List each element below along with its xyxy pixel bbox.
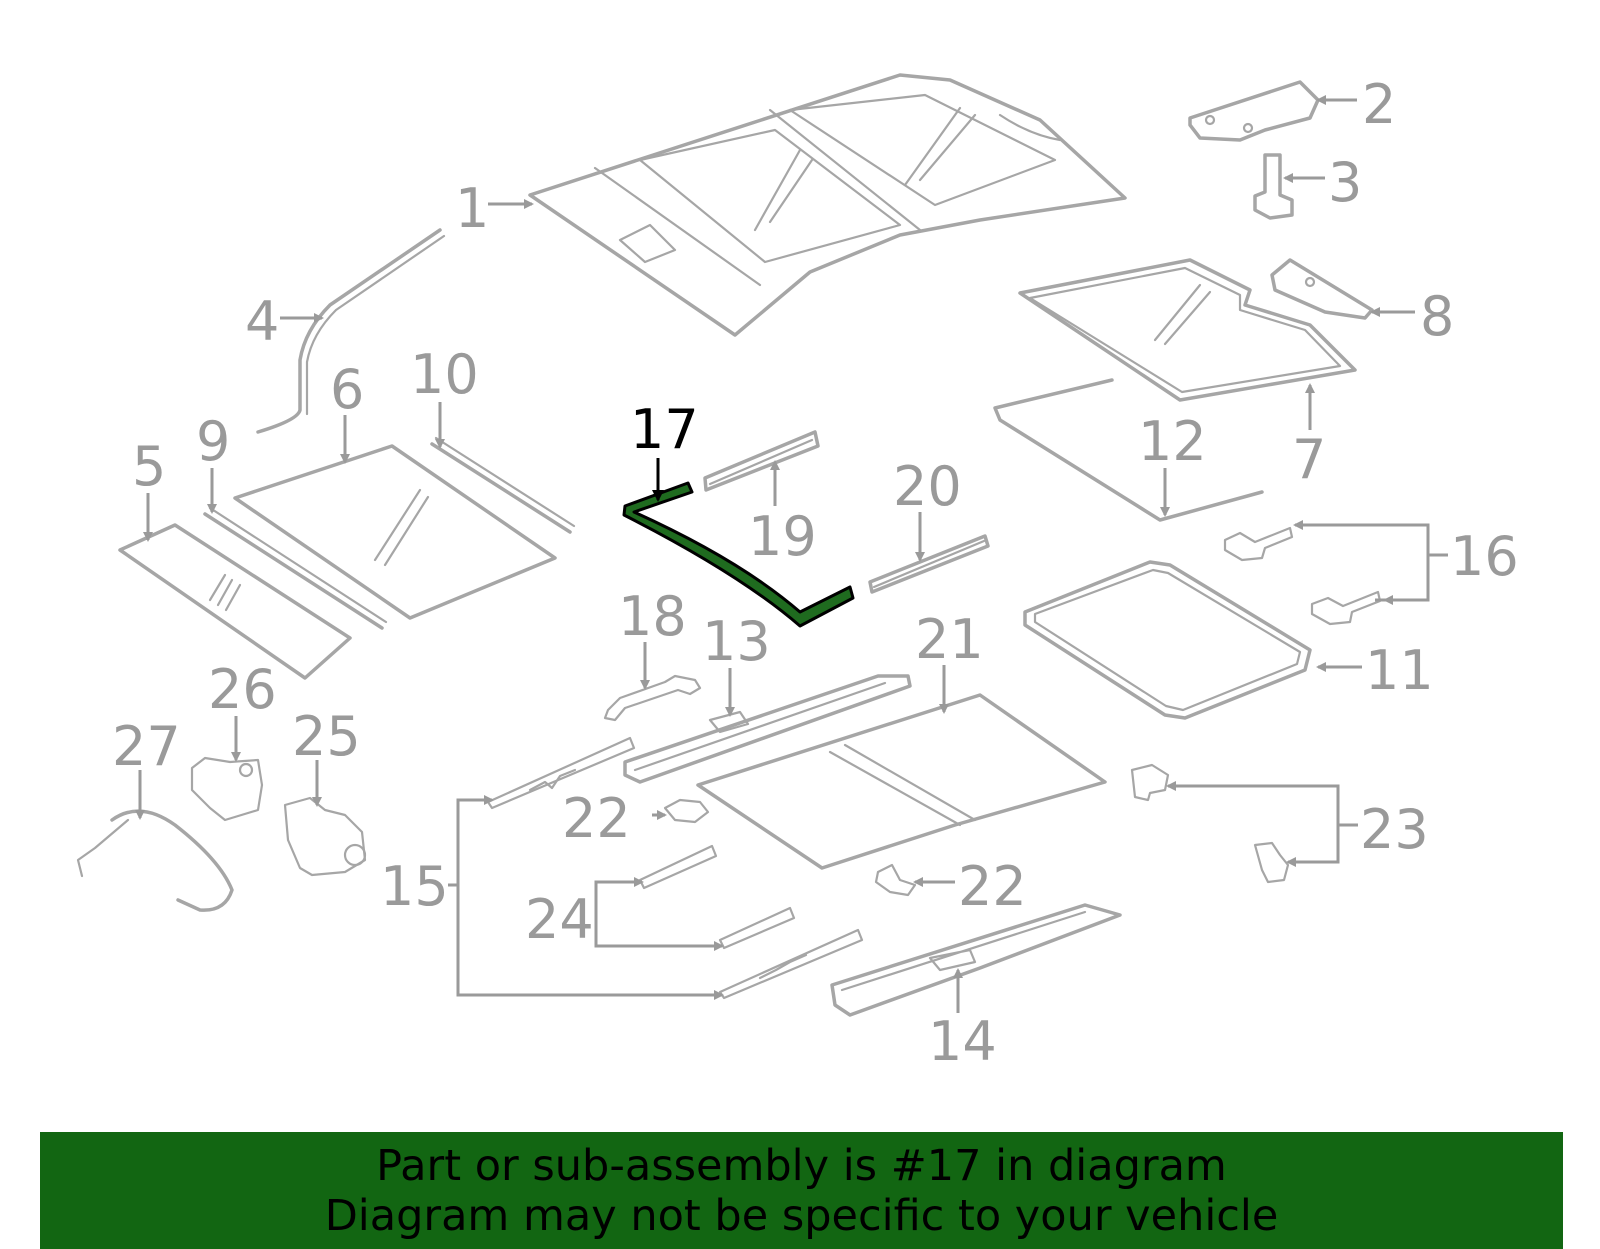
callout-18: 18 xyxy=(618,585,687,648)
part-20-guide xyxy=(868,534,990,594)
parts-diagram: 1 2 3 4 5 6 7 8 9 10 11 12 13 14 15 16 1… xyxy=(76,73,1519,1073)
part-7-rear-glass xyxy=(1018,258,1357,402)
callout-22-lower: 22 xyxy=(958,855,1027,918)
part-10-weatherstrip xyxy=(430,436,576,534)
callout-23: 23 xyxy=(1360,798,1429,861)
part-24-strips xyxy=(638,844,796,950)
part-12-seal xyxy=(993,378,1264,522)
part-14-rail xyxy=(830,903,1122,1017)
callout-1: 1 xyxy=(455,177,489,240)
part-1-roof-panel xyxy=(528,73,1127,337)
callout-13: 13 xyxy=(702,610,771,673)
part-25-motor xyxy=(283,796,367,877)
callout-15: 15 xyxy=(380,855,449,918)
part-13-rail xyxy=(623,674,912,784)
callout-27: 27 xyxy=(112,715,181,778)
part-26-motor xyxy=(190,756,264,822)
callout-8: 8 xyxy=(1420,285,1454,348)
callout-7: 7 xyxy=(1292,428,1326,491)
part-6-glass-panel xyxy=(233,444,557,620)
callout-leaders xyxy=(135,95,1448,1013)
part-11-frame xyxy=(1023,560,1312,720)
callout-22-upper: 22 xyxy=(562,787,631,850)
part-8-bracket xyxy=(1270,258,1374,320)
callout-21: 21 xyxy=(915,608,984,671)
part-15-guides xyxy=(486,736,864,1000)
callout-16: 16 xyxy=(1450,525,1519,588)
part-23-clips xyxy=(1130,763,1290,884)
callout-24: 24 xyxy=(525,888,594,951)
part-21-sunshade xyxy=(696,693,1107,870)
part-2-bracket xyxy=(1188,80,1320,142)
callout-19: 19 xyxy=(748,505,817,568)
callout-14: 14 xyxy=(928,1010,997,1073)
callout-5: 5 xyxy=(132,435,166,498)
callout-17: 17 xyxy=(630,398,699,461)
part-17-highlighted xyxy=(622,481,855,628)
part-27-harness xyxy=(76,809,234,912)
banner-line-2: Diagram may not be specific to your vehi… xyxy=(324,1190,1279,1241)
callout-2: 2 xyxy=(1362,73,1396,136)
part-18-link xyxy=(603,674,702,722)
part-22-clip-upper xyxy=(663,798,710,824)
part-22-clip-lower xyxy=(874,863,917,897)
callout-12: 12 xyxy=(1138,410,1207,473)
callout-9: 9 xyxy=(196,410,230,473)
callout-4: 4 xyxy=(245,290,279,353)
callout-10: 10 xyxy=(410,343,479,406)
callout-25: 25 xyxy=(292,705,361,768)
callout-26: 26 xyxy=(208,658,277,721)
callout-11: 11 xyxy=(1365,639,1434,702)
callout-labels: 1 2 3 4 5 6 7 8 9 10 11 12 13 14 15 16 1… xyxy=(112,73,1519,1073)
callout-20: 20 xyxy=(893,455,962,518)
part-19-guide xyxy=(703,430,820,492)
part-3-bolt xyxy=(1253,153,1294,220)
callout-6: 6 xyxy=(330,358,364,421)
callout-3: 3 xyxy=(1328,151,1362,214)
info-banner: Part or sub-assembly is #17 in diagram D… xyxy=(40,1132,1563,1249)
part-5-glass xyxy=(118,523,352,680)
banner-line-1: Part or sub-assembly is #17 in diagram xyxy=(376,1140,1227,1191)
part-9-weatherstrip xyxy=(203,506,388,630)
part-16-clips xyxy=(1223,526,1382,626)
